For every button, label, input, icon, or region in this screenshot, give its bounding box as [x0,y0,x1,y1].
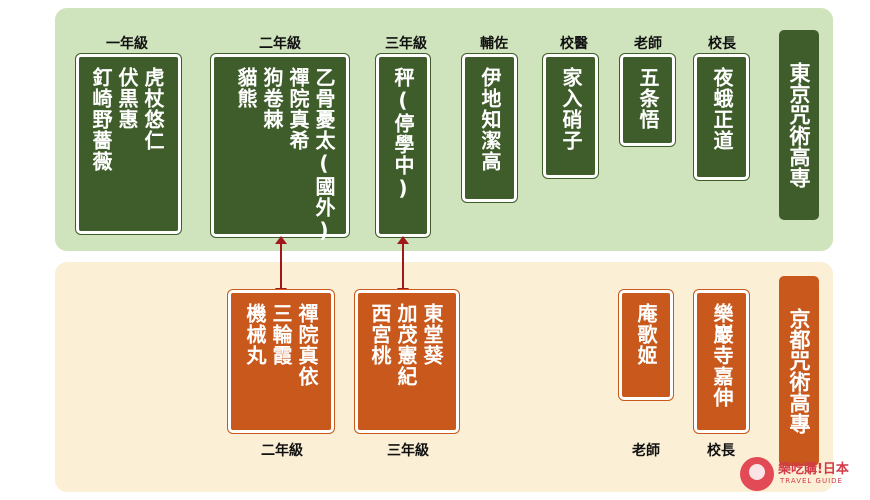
logo-mark-icon [740,457,774,491]
brand-logo: 樂吃購!日本 TRAVEL GUIDE [740,455,864,495]
tokyo-assistant-box: 伊地知潔高 [462,54,517,202]
tokyo-teacher-box: 五条悟 [620,54,675,146]
student-name: 釘崎野薔薇 [89,67,113,172]
kyoto-principal-box: 樂巖寺嘉伸 [694,290,749,433]
tokyo-group-label-assistant: 輔佐 [480,36,508,52]
student-name: 東堂葵 [420,303,444,366]
student-name: 加茂憲紀 [394,303,418,387]
tokyo-first-year-box: 虎杖悠仁 伏黒惠 釘崎野薔薇 [76,54,181,234]
kyoto-group-label-teacher: 老師 [632,443,660,459]
tokyo-third-year-box: 秤(停學中) [376,54,430,237]
student-name: 禪院真依 [295,303,319,387]
tokyo-group-label-first-year: 一年級 [106,36,148,52]
exchange-arrow-second-year [275,236,287,296]
logo-name: 樂吃購!日本 [778,462,849,477]
kyoto-teacher-box: 庵歌姬 [619,290,673,400]
staff-name: 伊地知潔高 [478,67,502,172]
logo-subtitle: TRAVEL GUIDE [780,477,843,485]
student-name: 乙骨憂太(國外) [312,67,336,243]
kyoto-second-year-box: 禪院真依 三輪霞 機械丸 [228,290,334,433]
student-name: 秤(停學中) [391,67,415,201]
student-name: 虎杖悠仁 [141,67,165,151]
staff-name: 庵歌姬 [634,303,658,366]
kyoto-group-label-second-year: 二年級 [261,443,303,459]
kyoto-group-label-third-year: 三年級 [387,443,429,459]
tokyo-group-label-principal: 校長 [708,36,736,52]
kyoto-third-year-box: 東堂葵 加茂憲紀 西宮桃 [355,290,459,433]
student-name: 狗卷棘 [260,67,284,130]
tokyo-principal-box: 夜蛾正道 [694,54,749,180]
tokyo-school-doctor-box: 家入硝子 [543,54,598,178]
tokyo-school-name: 東京咒術高専 [779,30,819,220]
staff-name: 家入硝子 [559,67,583,151]
student-name: 三輪霞 [269,303,293,366]
student-name: 貓熊 [234,67,258,109]
staff-name: 五条悟 [636,67,660,130]
student-name: 機械丸 [243,303,267,366]
tokyo-group-label-third-year: 三年級 [385,36,427,52]
tokyo-group-label-second-year: 二年級 [259,36,301,52]
exchange-arrow-third-year [397,236,409,296]
kyoto-group-label-principal: 校長 [707,443,735,459]
staff-name: 夜蛾正道 [710,67,734,151]
student-name: 禪院真希 [286,67,310,151]
tokyo-group-label-school-doctor: 校醫 [560,36,588,52]
student-name: 西宮桃 [368,303,392,366]
staff-name: 樂巖寺嘉伸 [710,303,734,408]
tokyo-group-label-teacher: 老師 [634,36,662,52]
tokyo-second-year-box: 乙骨憂太(國外) 禪院真希 狗卷棘 貓熊 [211,54,349,243]
kyoto-school-name: 京都咒術高專 [779,276,819,466]
student-name: 伏黒惠 [115,67,139,130]
